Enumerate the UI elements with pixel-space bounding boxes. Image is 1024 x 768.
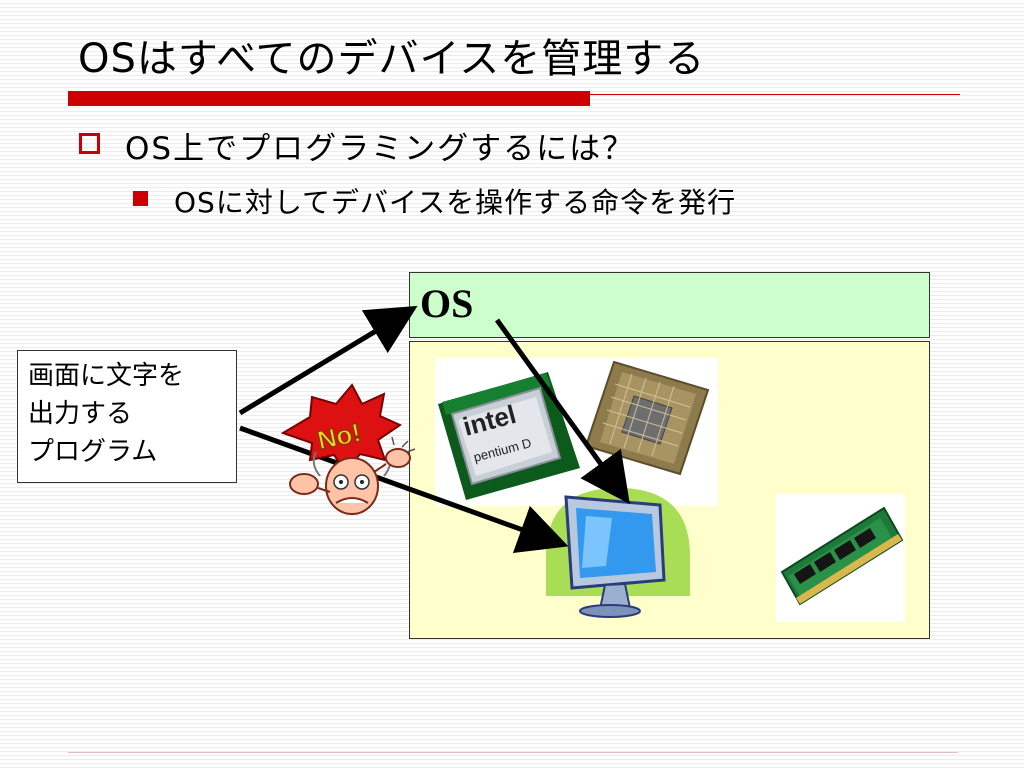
- os-layer-box: [409, 272, 930, 338]
- title-underline-bar: [68, 91, 590, 106]
- footer-rule: [68, 752, 958, 753]
- bullet-level2: OSに対してデバイスを操作する命令を発行: [174, 186, 737, 219]
- program-line-1: 画面に文字を: [28, 361, 185, 391]
- frustrated-man-icon: [289, 436, 416, 515]
- ram-module-icon: [780, 506, 904, 606]
- cpu-socket-icon: [584, 360, 710, 476]
- slide-title: OSはすべてのデバイスを管理する: [78, 36, 706, 82]
- program-box: 画面に文字を 出力する プログラム: [17, 350, 237, 483]
- no-sign-icon: No!: [280, 383, 403, 474]
- monitor-icon: [546, 488, 690, 618]
- program-line-2: 出力する: [28, 399, 133, 429]
- bullet-level1: OS上でプログラミングするには？: [125, 131, 636, 167]
- program-line-3: プログラム: [28, 437, 158, 467]
- bullet-marker-filled-square: [133, 191, 148, 206]
- bullet-marker-hollow-square: [79, 133, 100, 154]
- os-layer-label: OS: [420, 281, 474, 326]
- arrow-program-to-os: [238, 305, 418, 416]
- title-underline-line: [590, 94, 960, 95]
- arrow-program-to-monitor: [239, 425, 569, 553]
- cpu-chip-icon: intel pentium D: [438, 372, 580, 500]
- arrow-os-to-monitor: [494, 318, 630, 505]
